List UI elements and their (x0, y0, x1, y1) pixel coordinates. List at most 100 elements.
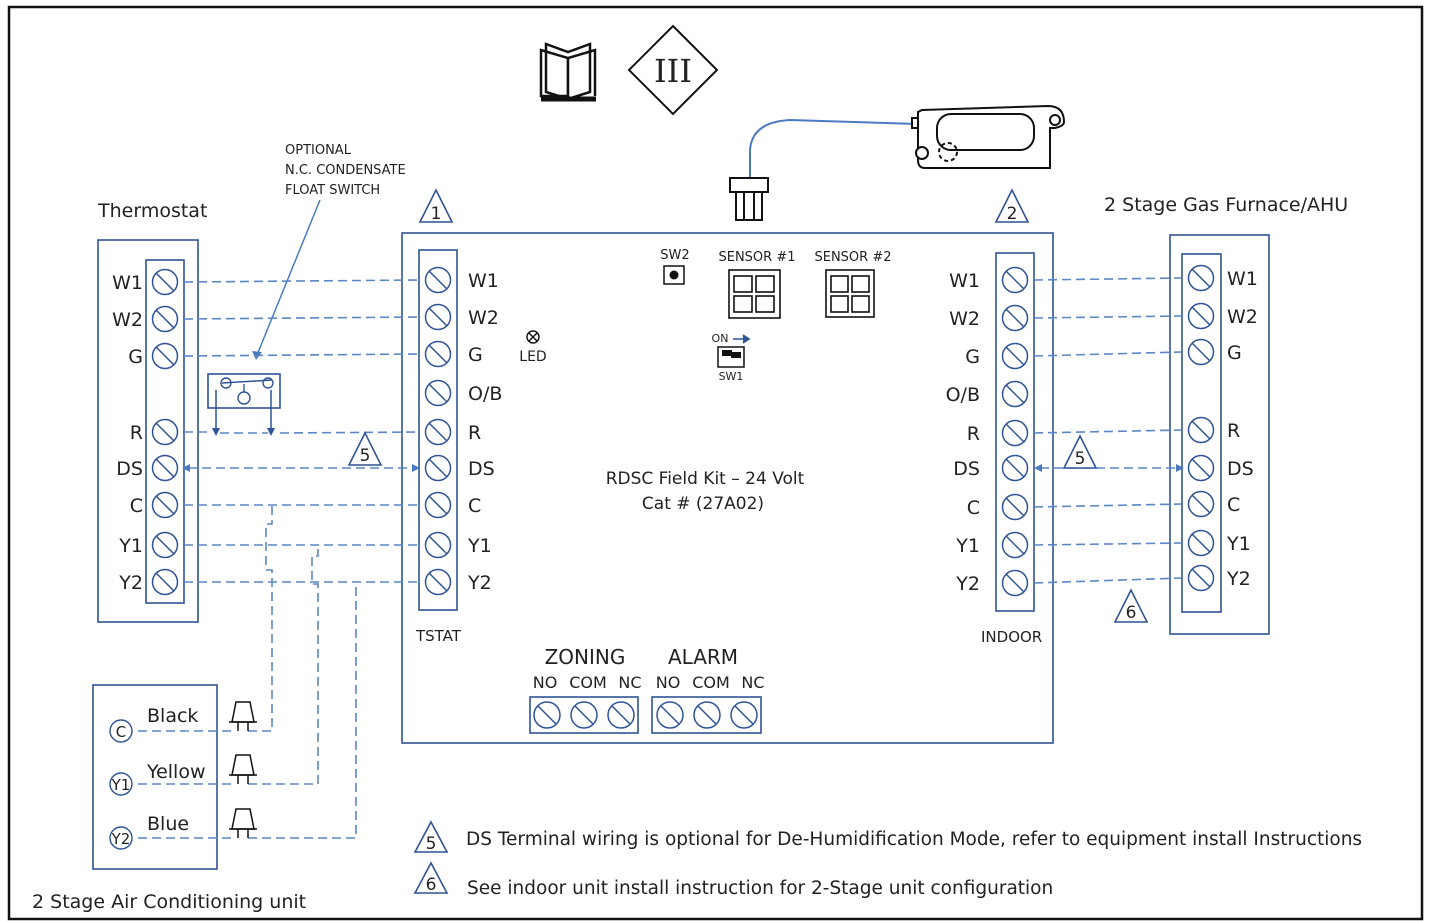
furnace-terminal-c (1187, 490, 1215, 518)
terminal-label: C (468, 495, 481, 517)
zoning-terminal-block (529, 696, 639, 734)
indoor-block-terminal-r (1001, 419, 1029, 447)
terminal-label: Y1 (118, 535, 143, 557)
board-title-line2: Cat # (27A02) (642, 494, 764, 514)
terminal-label: R (1227, 420, 1240, 442)
terminal-label: W2 (112, 309, 143, 331)
alarm-contact-nc: NC (741, 673, 764, 692)
relay-terminal (533, 701, 561, 729)
svg-text:5: 5 (1075, 449, 1086, 469)
ac-unit-title: 2 Stage Air Conditioning unit (32, 891, 306, 913)
class-symbol: III (654, 52, 692, 90)
terminal-label: W1 (468, 270, 499, 292)
furnace-terminal-w1 (1187, 264, 1215, 292)
terminal-label: Y1 (1226, 533, 1251, 555)
terminal-label: DS (116, 458, 143, 480)
terminal-label: DS (1227, 458, 1254, 480)
indoor-block-terminal-ds (1001, 454, 1029, 482)
thermostat-title: Thermostat (97, 200, 207, 222)
terminals (151, 264, 1215, 597)
relay-terminal (730, 701, 758, 729)
sw1-on-label: ON (712, 332, 729, 345)
ac-terminals (109, 719, 133, 850)
thermostat-terminal-w1 (151, 268, 179, 296)
terminal-label: Y2 (467, 572, 492, 594)
furnace-box (1169, 234, 1270, 635)
board-labels: SW2 SENSOR #1 SENSOR #2 ON SW1 LED RDSC … (519, 248, 891, 514)
furnace-title: 2 Stage Gas Furnace/AHU (1104, 194, 1348, 216)
terminal-label: G (1227, 342, 1242, 364)
terminal-label: R (967, 423, 980, 445)
furnace-terminal-y2 (1187, 564, 1215, 592)
terminal-label: W2 (1227, 306, 1258, 328)
sensor1-label: SENSOR #1 (718, 250, 795, 265)
sw2-label: SW2 (660, 248, 689, 263)
tstat-strip (418, 249, 458, 611)
svg-text:1: 1 (431, 204, 442, 224)
terminal-label: W1 (949, 270, 980, 292)
terminal-label: C (130, 495, 143, 517)
terminal-label: Y1 (955, 535, 980, 557)
terminal-label: Y2 (955, 573, 980, 595)
marker-6: 6 (1113, 588, 1149, 623)
ac-wire-yellow: Yellow (146, 761, 206, 783)
ac-unit-box (92, 684, 218, 870)
indoor-strip (995, 252, 1035, 612)
thermostat-terminal-y1 (151, 531, 179, 559)
indoor-block-terminal-w1 (1001, 266, 1029, 294)
relay-terminal (570, 701, 598, 729)
note-6-text: See indoor unit install instruction for … (467, 878, 1053, 899)
furnace-terminal-w2 (1187, 302, 1215, 330)
tstat-block-terminal-w2 (424, 303, 452, 331)
terminal-label: Y2 (1226, 568, 1251, 590)
ac-terminal-c: C (116, 723, 126, 741)
furnace-terminal-y1 (1187, 529, 1215, 557)
furnace-terminal-ds (1187, 454, 1215, 482)
ac-terminal-y2: Y2 (111, 830, 131, 848)
indoor-block-terminal-g (1001, 342, 1029, 370)
tstat-block-terminal-y2 (424, 568, 452, 596)
tstat-block-terminal-w1 (424, 266, 452, 294)
main-board (401, 232, 1054, 744)
indoor-block-terminal-w2 (1001, 304, 1029, 332)
board-title-line1: RDSC Field Kit – 24 Volt (606, 469, 805, 489)
optional-switch-line2: N.C. CONDENSATE (285, 163, 406, 178)
optional-switch-line3: FLOAT SWITCH (285, 183, 380, 198)
wire-nuts (229, 701, 257, 838)
terminal-label: O/B (468, 383, 502, 405)
svg-text:5: 5 (426, 834, 437, 854)
relay-terminal (656, 701, 684, 729)
marker-1: 1 (418, 188, 454, 224)
tstat-block-terminal-ds (424, 454, 452, 482)
note-5-text: DS Terminal wiring is optional for De-Hu… (466, 829, 1362, 850)
terminal-label: Y2 (118, 572, 143, 594)
zoning-contact-no: NO (533, 673, 558, 692)
alarm-title: ALARM (668, 645, 738, 669)
alarm-terminal-block (651, 696, 762, 734)
svg-text:5: 5 (360, 446, 371, 466)
sw1-label: SW1 (719, 370, 744, 383)
book-icon (539, 42, 597, 102)
tstat-block-terminal-c (424, 491, 452, 519)
thermostat-box (97, 239, 199, 623)
ac-wire-black: Black (147, 705, 198, 727)
terminal-label: R (130, 422, 143, 444)
terminal-label: W2 (468, 307, 499, 329)
marker-5-left: 5 (347, 431, 383, 466)
tstat-block-terminal-ob (424, 379, 452, 407)
note-5: 5 DS Terminal wiring is optional for De-… (413, 820, 1362, 854)
terminal-label: R (468, 422, 481, 444)
terminal-label: G (965, 346, 980, 368)
terminal-label: W2 (949, 308, 980, 330)
terminal-label: C (1227, 494, 1240, 516)
furnace-strip (1181, 253, 1222, 613)
furnace-terminal-g (1187, 338, 1215, 366)
relay-terminals (533, 701, 758, 729)
indoor-label: INDOOR (981, 628, 1042, 646)
indoor-block-terminal-y1 (1001, 531, 1029, 559)
tstat-block-terminal-y1 (424, 531, 452, 559)
led-label: LED (519, 349, 546, 365)
relay-terminal (607, 701, 635, 729)
note-6: 6 See indoor unit install instruction fo… (413, 861, 1053, 899)
